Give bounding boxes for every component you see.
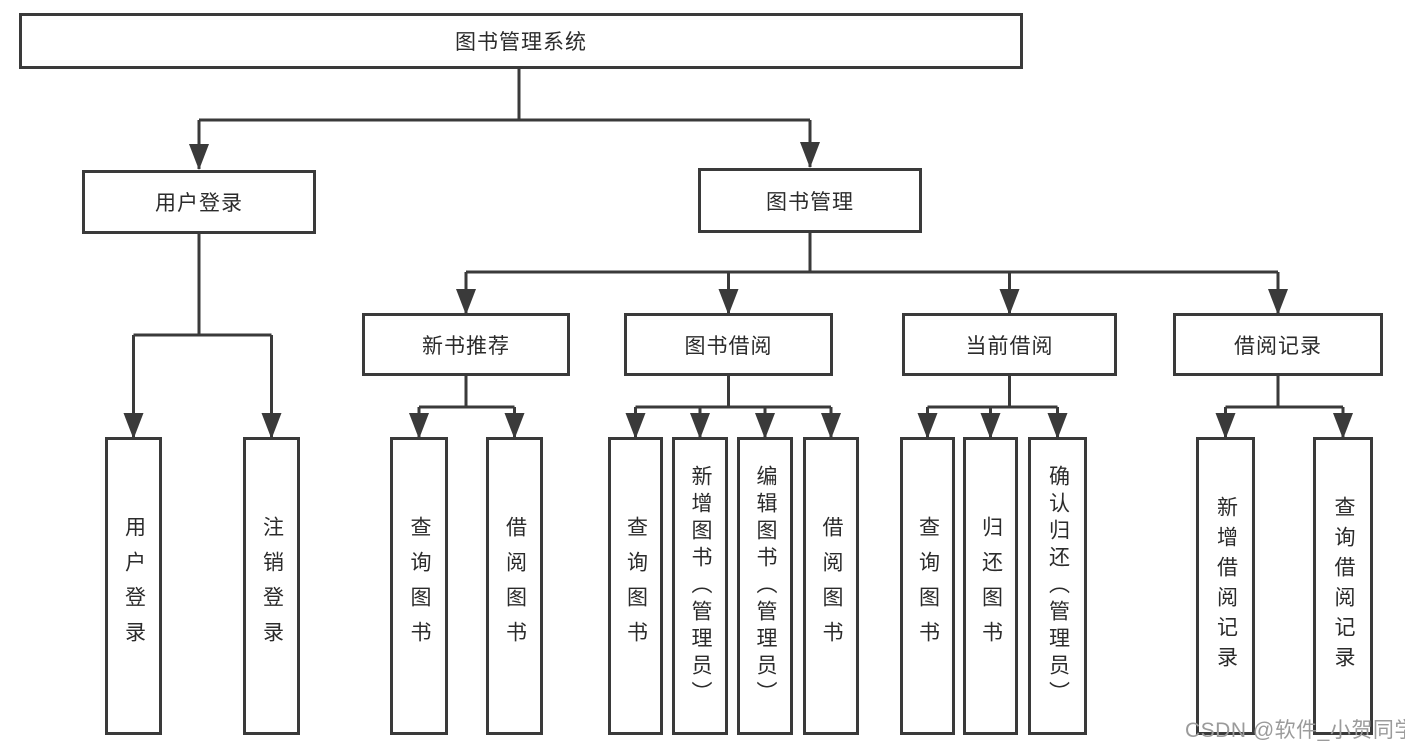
node-user-login: 用户登录 [82, 170, 316, 234]
leaf-query-borrow-record: 查询借阅记录 [1313, 437, 1373, 735]
leaf-logout: 注销登录 [243, 437, 300, 735]
node-new-book-recommend: 新书推荐 [362, 313, 570, 376]
node-book-borrowing: 图书借阅 [624, 313, 833, 376]
leaf-return-book: 归还图书 [963, 437, 1018, 735]
leaf-add-book-admin: 新增图书（管理员） [672, 437, 728, 735]
leaf-add-borrow-record: 新增借阅记录 [1196, 437, 1255, 735]
leaf-user-login: 用户登录 [105, 437, 162, 735]
node-borrowing-records: 借阅记录 [1173, 313, 1383, 376]
node-current-borrowing: 当前借阅 [902, 313, 1117, 376]
node-book-management: 图书管理 [698, 168, 922, 233]
leaf-query-books-recommend: 查询图书 [390, 437, 448, 735]
leaf-borrow-books-recommend: 借阅图书 [486, 437, 543, 735]
leaf-borrow-books: 借阅图书 [803, 437, 859, 735]
leaf-query-books-current: 查询图书 [900, 437, 955, 735]
leaf-confirm-return-admin: 确认归还（管理员） [1028, 437, 1087, 735]
leaf-query-books-borrow: 查询图书 [608, 437, 663, 735]
leaf-edit-book-admin: 编辑图书（管理员） [737, 437, 793, 735]
csdn-watermark: CSDN @软件_小贺同学 [1185, 719, 1405, 742]
node-library-management-system: 图书管理系统 [19, 13, 1023, 69]
